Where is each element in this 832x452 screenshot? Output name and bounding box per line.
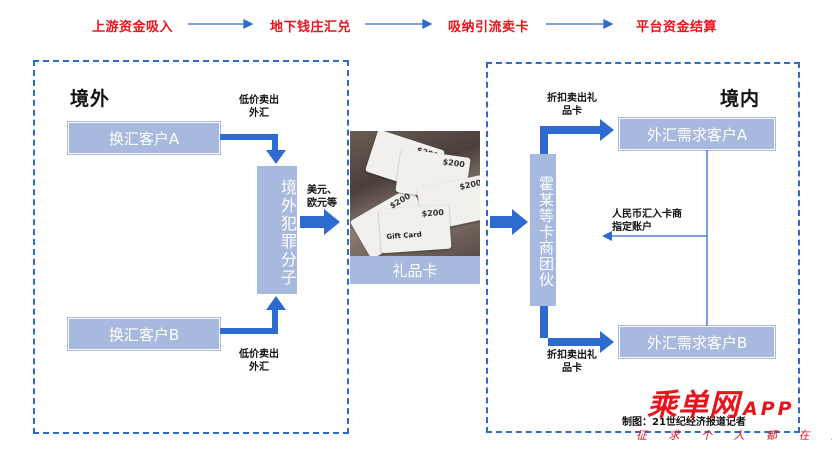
right-arrow-icon bbox=[188, 18, 254, 30]
forex-demand-client-a: 外汇需求客户A bbox=[619, 118, 775, 150]
overseas-criminals: 境外犯罪分子 bbox=[257, 166, 297, 294]
watermark-tagline: 征 求 个 人 都 在 用 bbox=[636, 429, 832, 442]
right-arrow-icon bbox=[365, 18, 433, 30]
chart-credit: 制图：21世纪经济报道记者 bbox=[622, 417, 746, 428]
exchange-client-a: 换汇客户A bbox=[68, 122, 220, 154]
exchange-client-b: 换汇客户B bbox=[68, 318, 220, 350]
flow-step-3: 吸纳引流卖卡 bbox=[448, 20, 530, 35]
flow-step-2: 地下钱庄汇兑 bbox=[270, 20, 352, 35]
flow-step-4: 平台资金结算 bbox=[636, 20, 718, 35]
flow-step-1: 上游资金吸入 bbox=[92, 20, 174, 35]
gift-card-photo: $200 $200 $200 $200 $200 Gift Card bbox=[350, 131, 480, 256]
overseas-title: 境外 bbox=[70, 88, 111, 110]
domestic-title: 境内 bbox=[720, 88, 761, 110]
note-discount-bottom: 折扣卖出礼 品卡 bbox=[547, 350, 597, 374]
overseas-region bbox=[33, 60, 349, 434]
note-sell-forex-bottom: 低价卖出 外汇 bbox=[239, 349, 279, 373]
card-dealer-team: 霍某等卡商团伙 bbox=[530, 154, 556, 306]
note-sell-forex-top: 低价卖出 外汇 bbox=[239, 95, 279, 119]
note-discount-top: 折扣卖出礼 品卡 bbox=[547, 93, 597, 117]
note-rmb-transfer: 人民币汇入卡商 指定账户 bbox=[612, 209, 682, 233]
domestic-region bbox=[486, 62, 800, 433]
forex-demand-client-b: 外汇需求客户B bbox=[619, 326, 775, 358]
note-currency: 美元、 欧元等 bbox=[307, 185, 337, 209]
top-arrows bbox=[188, 18, 614, 30]
right-arrow-icon bbox=[546, 18, 614, 30]
gift-card-label: 礼品卡 bbox=[350, 256, 480, 284]
